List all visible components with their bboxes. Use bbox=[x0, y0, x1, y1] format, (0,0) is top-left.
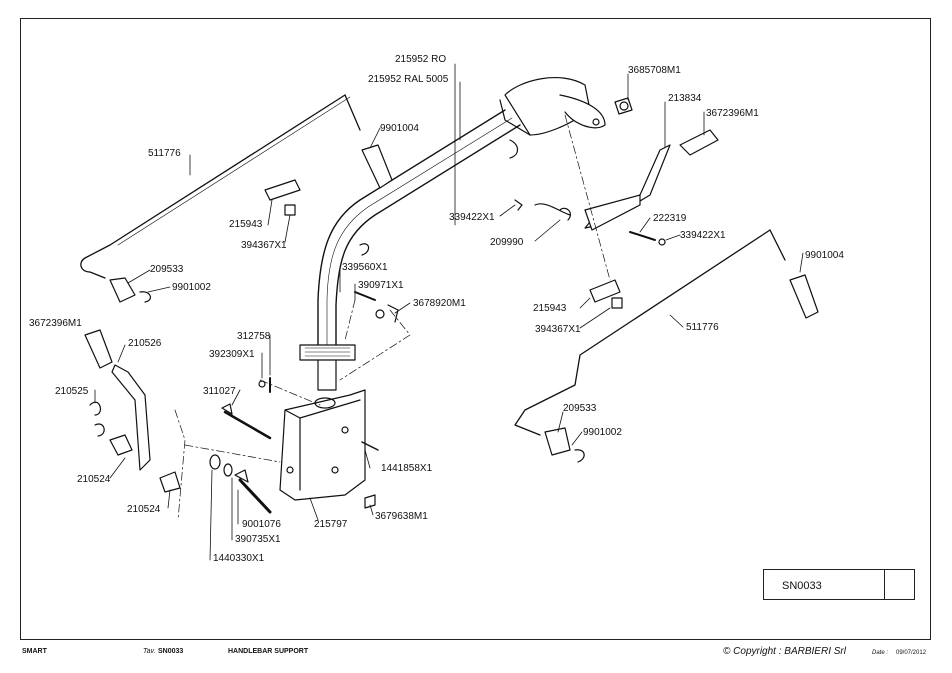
label-washer-390735: 390735X1 bbox=[235, 534, 281, 545]
label-clamp-right: 215943 bbox=[533, 303, 567, 314]
label-nut-392309: 392309X1 bbox=[209, 349, 255, 360]
stud-left bbox=[109, 277, 152, 303]
title-block-code: SN0033 bbox=[782, 580, 822, 592]
washers bbox=[209, 454, 233, 477]
footer-tav-label: Tav. bbox=[143, 648, 156, 655]
title-block bbox=[763, 569, 915, 600]
bracket-215797 bbox=[279, 389, 366, 501]
lever-210526 bbox=[84, 329, 151, 471]
construction-lines bbox=[174, 114, 611, 521]
handlebar-tube bbox=[299, 77, 606, 391]
bushing-210524 bbox=[109, 434, 181, 493]
copyright-icon: © bbox=[723, 646, 731, 657]
label-stud-left: 209533 bbox=[150, 264, 184, 275]
label-pin-339422-right: 339422X1 bbox=[680, 230, 726, 241]
footer-date: 09/07/2012 bbox=[896, 650, 927, 656]
rod-left bbox=[80, 94, 361, 279]
footer-model: SMART bbox=[22, 648, 47, 655]
cap-3685708 bbox=[614, 97, 633, 115]
label-handlebar-ro: 215952 RO bbox=[395, 54, 447, 65]
rod-right bbox=[514, 229, 786, 436]
leader-lines bbox=[94, 63, 804, 561]
small-hardware bbox=[258, 291, 399, 509]
label-screw-339560: 339560X1 bbox=[342, 262, 388, 273]
label-bushing-210524-b: 210524 bbox=[127, 504, 161, 515]
footer-date-label: Date : bbox=[872, 650, 889, 656]
stud-right bbox=[544, 427, 585, 463]
label-cap-top: 3685708M1 bbox=[628, 65, 681, 76]
drawing-border bbox=[20, 18, 931, 640]
label-grip-right: 3672396M1 bbox=[706, 108, 759, 119]
knob-left-top bbox=[361, 144, 393, 189]
label-bushing-210524-a: 210524 bbox=[77, 474, 111, 485]
label-bolt-311027: 311027 bbox=[203, 386, 236, 397]
label-nut-3679638: 3679638M1 bbox=[375, 511, 428, 522]
label-lever-213834: 213834 bbox=[668, 93, 702, 104]
bolt-9001076 bbox=[234, 469, 272, 514]
label-rod-left: 511776 bbox=[148, 148, 181, 159]
label-clip-left: 9901002 bbox=[172, 282, 211, 293]
title-block-divider bbox=[884, 569, 885, 600]
label-nut-left: 394367X1 bbox=[241, 240, 287, 251]
label-screw-312758: 312758 bbox=[237, 331, 271, 342]
label-pin-339422-left: 339422X1 bbox=[449, 212, 495, 223]
label-rod-right: 511776 bbox=[686, 322, 719, 333]
label-washer-390971: 390971X1 bbox=[358, 280, 404, 291]
label-handlebar-ral: 215952 RAL 5005 bbox=[368, 74, 449, 85]
label-pin-1441858: 1441858X1 bbox=[381, 463, 433, 474]
footer-copyright: © Copyright : BARBIERI Srl bbox=[723, 646, 846, 657]
label-pin-222319: 222319 bbox=[653, 213, 687, 224]
label-nut-1440330: 1440330X1 bbox=[213, 553, 265, 564]
label-clamp-left: 215943 bbox=[229, 219, 263, 230]
spring-209990 bbox=[514, 199, 571, 221]
label-spring-209990: 209990 bbox=[490, 237, 524, 248]
pin-222319 bbox=[629, 231, 666, 246]
label-knob-left-top: 9901004 bbox=[380, 123, 419, 134]
label-nut-right: 394367X1 bbox=[535, 324, 581, 335]
footer-description: HANDLEBAR SUPPORT bbox=[228, 648, 309, 655]
label-lever-210526: 210526 bbox=[128, 338, 162, 349]
label-clip-right: 9901002 bbox=[583, 427, 622, 438]
clamp-left bbox=[264, 179, 301, 216]
label-bracket-215797: 215797 bbox=[314, 519, 348, 530]
grip-right bbox=[679, 129, 719, 156]
spring-210525 bbox=[89, 401, 105, 437]
footer-tav-value: SN0033 bbox=[158, 648, 184, 655]
lever-213834 bbox=[584, 144, 671, 231]
clamp-right bbox=[589, 279, 623, 309]
knob-right bbox=[789, 274, 819, 319]
label-knob-right: 9901004 bbox=[805, 250, 844, 261]
label-spring-210525: 210525 bbox=[55, 386, 89, 397]
label-grip-left: 3672396M1 bbox=[29, 318, 82, 329]
label-stud-right: 209533 bbox=[563, 403, 597, 414]
label-clip-3678920: 3678920M1 bbox=[413, 298, 466, 309]
label-bolt-9001076: 9001076 bbox=[242, 519, 281, 530]
copyright-text: Copyright : BARBIERI Srl bbox=[733, 646, 846, 657]
bolt-311027 bbox=[221, 403, 272, 440]
